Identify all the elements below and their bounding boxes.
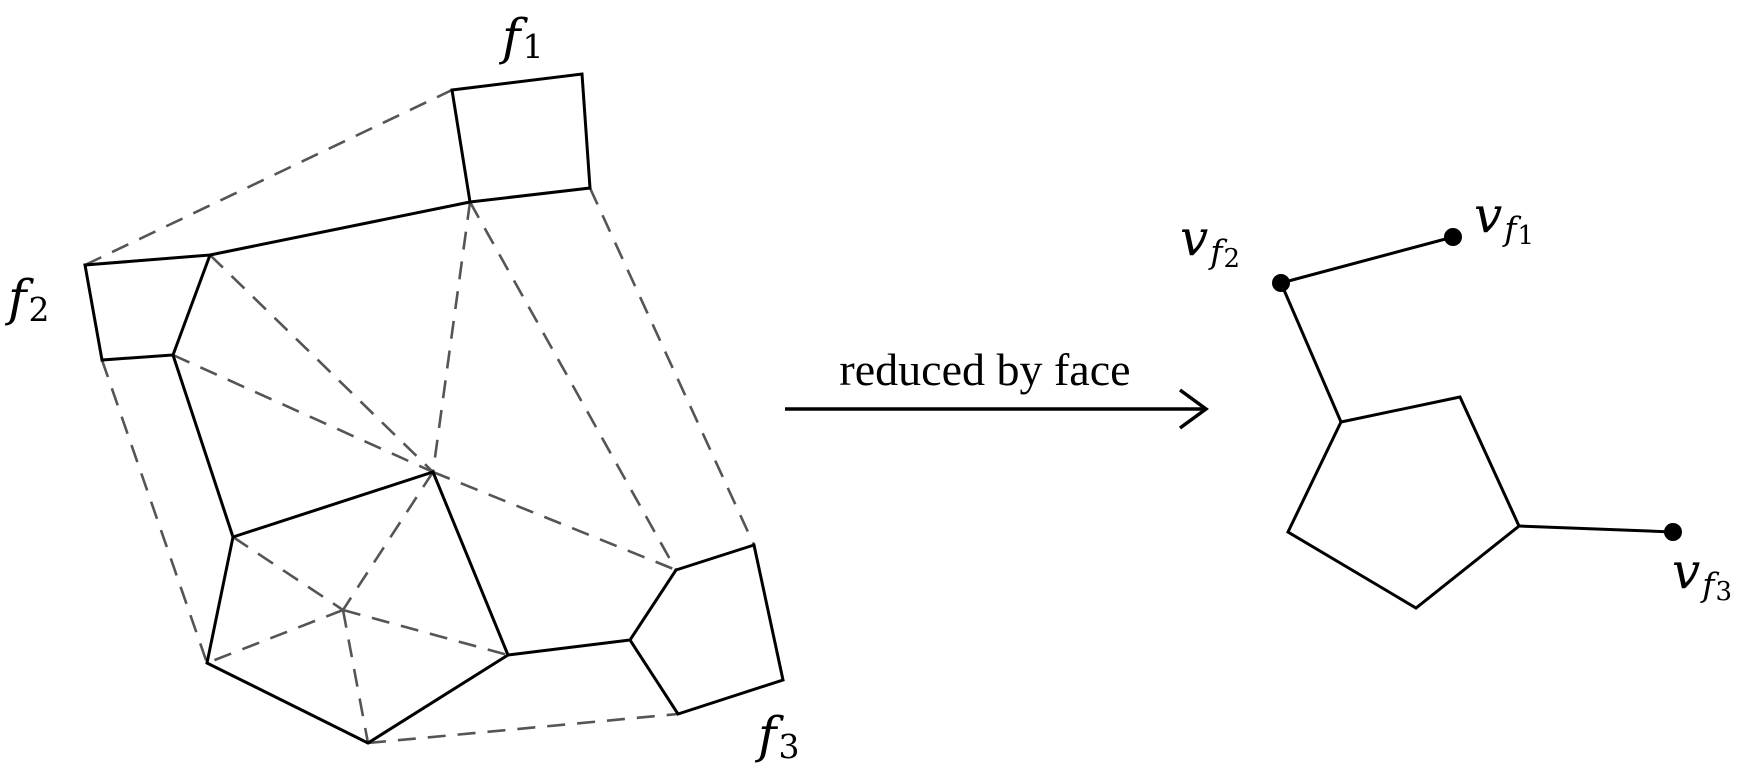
face-label-f1: f1 bbox=[498, 8, 544, 66]
reduced-edges bbox=[1279, 235, 1674, 610]
inner-pentagon bbox=[205, 470, 510, 745]
face-label-f3: f3 bbox=[754, 706, 800, 766]
edge-vf2-vf1 bbox=[1280, 235, 1454, 285]
dashed-edge bbox=[100, 359, 209, 664]
face-f1-boundary bbox=[450, 72, 592, 204]
vertex-vf3 bbox=[1664, 523, 1682, 541]
dashed-edge bbox=[432, 470, 677, 572]
vertex-label-vf2: vf2 bbox=[1180, 209, 1240, 274]
original-graph: f1 f2 f3 bbox=[4, 8, 800, 766]
face-f2-boundary bbox=[83, 253, 213, 362]
dashed-edge bbox=[588, 187, 756, 546]
vertex-label-vf1: vf1 bbox=[1474, 186, 1534, 251]
reduced-graph: vf1 vf2 vf3 bbox=[1180, 186, 1732, 610]
solid-edge bbox=[507, 638, 631, 657]
dashed-edge bbox=[206, 608, 344, 665]
arrow-label: reduced by face bbox=[839, 344, 1130, 395]
dashed-edge bbox=[232, 535, 344, 612]
dashed-edge bbox=[209, 254, 434, 473]
dashed-edge bbox=[367, 712, 679, 745]
vertex-vf1 bbox=[1444, 228, 1462, 246]
dashed-edge bbox=[468, 201, 678, 571]
dashed-edge bbox=[341, 609, 370, 744]
edge-pentagon-vf3 bbox=[1518, 524, 1674, 534]
reduced-pentagon bbox=[1286, 395, 1521, 610]
dashed-edge bbox=[341, 471, 435, 611]
solid-edge bbox=[209, 200, 471, 257]
dashed-edges bbox=[84, 88, 756, 745]
arrow-head-icon bbox=[1178, 388, 1209, 430]
dashed-edge bbox=[172, 353, 434, 474]
face-f3-boundary bbox=[628, 543, 785, 716]
reduction-arrow: reduced by face bbox=[785, 344, 1209, 430]
dashed-edge bbox=[431, 201, 472, 473]
vertex-vf2 bbox=[1272, 274, 1290, 292]
dashed-edge bbox=[84, 88, 453, 267]
solid-edges bbox=[83, 72, 785, 745]
dashed-edge bbox=[342, 608, 509, 657]
edge-vf2-pentagon bbox=[1279, 282, 1343, 423]
solid-edge bbox=[171, 354, 235, 538]
vertex-label-vf3: vf3 bbox=[1672, 542, 1732, 607]
face-label-f2: f2 bbox=[4, 269, 50, 329]
